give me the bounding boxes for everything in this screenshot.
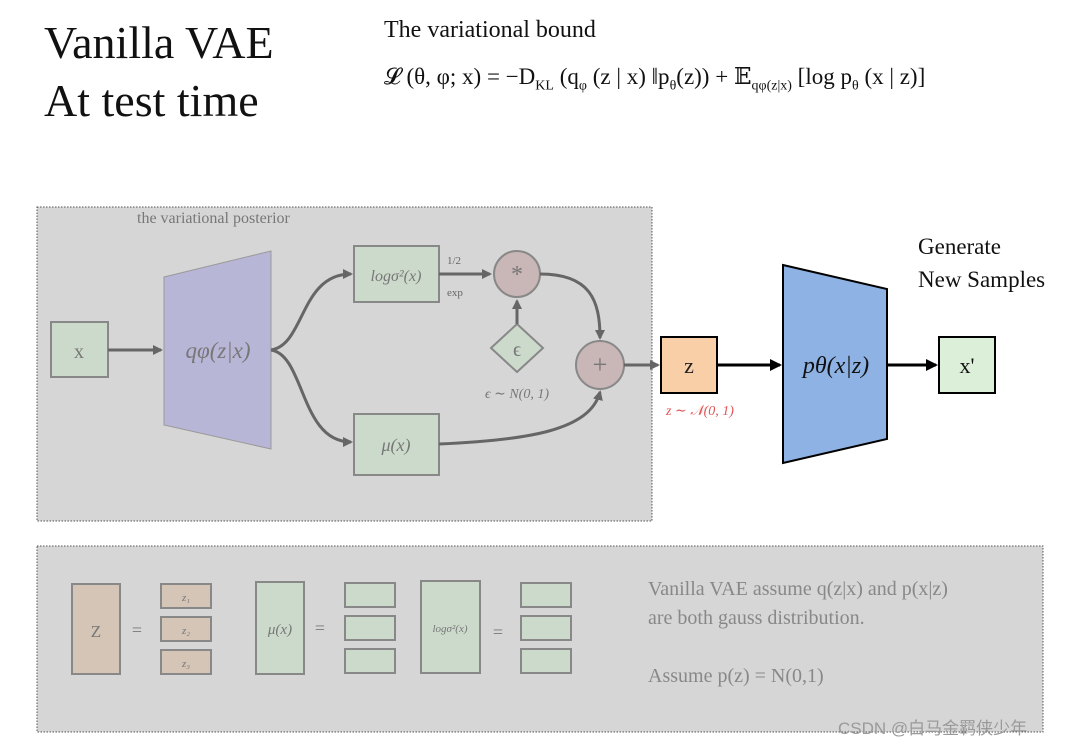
variational-bound-label: The variational bound bbox=[384, 17, 596, 43]
half-label: 1/2 bbox=[447, 255, 461, 267]
epsilon-symbol: ϵ bbox=[513, 339, 521, 361]
variational-bound-formula: 𝓛 (θ, φ; x) = −DKL (qφ (z | x) ‖pθ(z)) +… bbox=[384, 64, 926, 94]
latent-z-label: z bbox=[684, 353, 694, 378]
logvar-cell-3 bbox=[520, 648, 572, 674]
description-line2: are both gauss distribution. bbox=[648, 607, 865, 629]
mu-cell-2 bbox=[344, 615, 396, 641]
arrow-mu-to-plus bbox=[438, 390, 603, 446]
arrow-encoder-to-logvar bbox=[270, 269, 353, 352]
bottom-eq-3: = bbox=[493, 622, 503, 642]
logvar-cell-1 bbox=[520, 582, 572, 608]
latent-z-box bbox=[660, 336, 718, 394]
mu-box bbox=[353, 413, 440, 476]
sum-symbol: + bbox=[593, 350, 608, 379]
output-x-prime-label: x' bbox=[960, 353, 975, 378]
slide-title-line2: At test time bbox=[44, 75, 259, 126]
slide-title-line1: Vanilla VAE bbox=[44, 17, 274, 68]
bottom-eq-2: = bbox=[315, 618, 325, 638]
epsilon-distribution: ϵ ∼ N(0, 1) bbox=[485, 387, 549, 402]
bottom-z-label: Z bbox=[91, 622, 101, 641]
description-line3: Assume p(z) = N(0,1) bbox=[648, 665, 824, 687]
encoder-network-shape bbox=[163, 250, 272, 450]
mu-label: μ(x) bbox=[380, 435, 410, 456]
z1-box bbox=[160, 583, 212, 609]
bottom-mu-label: μ(x) bbox=[267, 622, 292, 638]
mu-cell-3 bbox=[344, 648, 396, 674]
bottom-z-box bbox=[71, 583, 121, 675]
encoder-panel bbox=[36, 206, 653, 522]
z1-label: z₁ bbox=[181, 592, 190, 604]
logvar-label: logσ²(x) bbox=[371, 268, 422, 285]
encoder-panel-label: the variational posterior bbox=[137, 210, 291, 227]
z-prior-distribution: z ∼ 𝒩(0, 1) bbox=[665, 404, 734, 419]
bottom-logvar-label: logσ²(x) bbox=[433, 623, 468, 635]
logvar-box bbox=[353, 245, 440, 303]
z2-label: z₂ bbox=[181, 625, 190, 637]
bottom-mu-box bbox=[255, 581, 305, 675]
z3-box bbox=[160, 649, 212, 675]
multiply-symbol: * bbox=[511, 262, 523, 288]
input-x-label: x bbox=[74, 341, 84, 363]
z2-box bbox=[160, 616, 212, 642]
encoder-label: qφ(z|x) bbox=[185, 338, 250, 363]
arrow-mul-to-plus bbox=[539, 272, 605, 340]
bottom-logvar-box bbox=[420, 580, 481, 674]
generate-label-line1: Generate bbox=[918, 234, 1001, 259]
mu-cell-1 bbox=[344, 582, 396, 608]
watermark: CSDN @白马金羁侠少年 bbox=[838, 719, 1028, 738]
logvar-cell-2 bbox=[520, 615, 572, 641]
output-x-prime-box bbox=[938, 336, 996, 394]
decoder-label: pθ(x|z) bbox=[801, 353, 869, 379]
epsilon-node bbox=[489, 322, 545, 374]
exp-label: exp bbox=[447, 287, 463, 299]
z3-label: z₃ bbox=[181, 658, 190, 670]
description-line1: Vanilla VAE assume q(z|x) and p(x|z) bbox=[648, 578, 948, 600]
decoder-network-shape bbox=[782, 263, 888, 465]
arrow-encoder-to-mu bbox=[270, 348, 353, 447]
generate-label-line2: New Samples bbox=[918, 267, 1045, 292]
bottom-eq-1: = bbox=[132, 620, 142, 640]
